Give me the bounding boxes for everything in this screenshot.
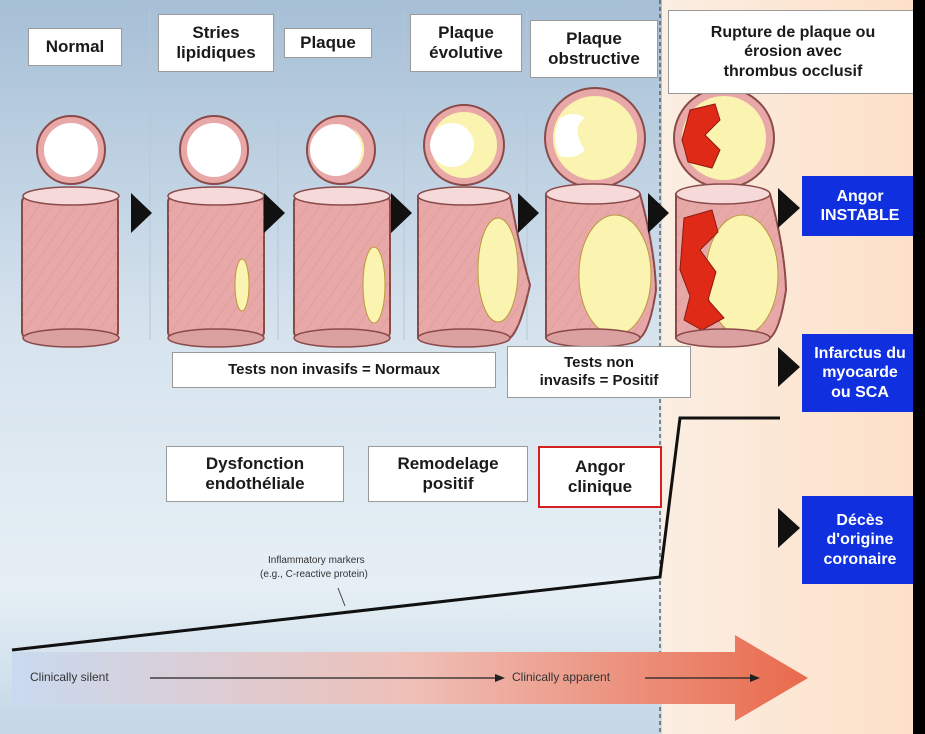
artery-rupture-thrombus xyxy=(674,88,786,347)
stage-label-rupture: Rupture de plaque ou érosion avec thromb… xyxy=(668,10,918,94)
artery-normal xyxy=(22,116,119,347)
stage-label-fatty-streaks: Stries lipidiques xyxy=(158,14,274,72)
artery-obstructive-plaque xyxy=(545,88,656,347)
tests-normal-box: Tests non invasifs = Normaux xyxy=(172,352,496,388)
clinically-silent-label: Clinically silent xyxy=(30,670,109,684)
stage-label-obstructive-plaque: Plaque obstructive xyxy=(530,20,658,78)
outcome-coronary-death: Décès d'origine coronaire xyxy=(802,496,918,584)
stage-label-normal: Normal xyxy=(28,28,122,66)
inflammatory-markers-example: (e.g., C-reactive protein) xyxy=(260,569,368,580)
clinically-apparent-label: Clinically apparent xyxy=(512,670,610,684)
inflammatory-markers-label: Inflammatory markers xyxy=(268,555,365,566)
positive-remodeling-box: Remodelage positif xyxy=(368,446,528,502)
endothelial-dysfunction-box: Dysfonction endothéliale xyxy=(166,446,344,502)
outcome-myocardial-infarction: Infarctus du myocarde ou SCA xyxy=(802,334,918,412)
stage-label-progressive-plaque: Plaque évolutive xyxy=(410,14,522,72)
right-edge-bar xyxy=(913,0,925,734)
outcome-unstable-angina: Angor INSTABLE xyxy=(802,176,918,236)
tests-positive-box: Tests non invasifs = Positif xyxy=(507,346,691,398)
clinical-angina-box: Angor clinique xyxy=(538,446,662,508)
stage-label-plaque: Plaque xyxy=(284,28,372,58)
artery-plaque xyxy=(294,116,390,347)
